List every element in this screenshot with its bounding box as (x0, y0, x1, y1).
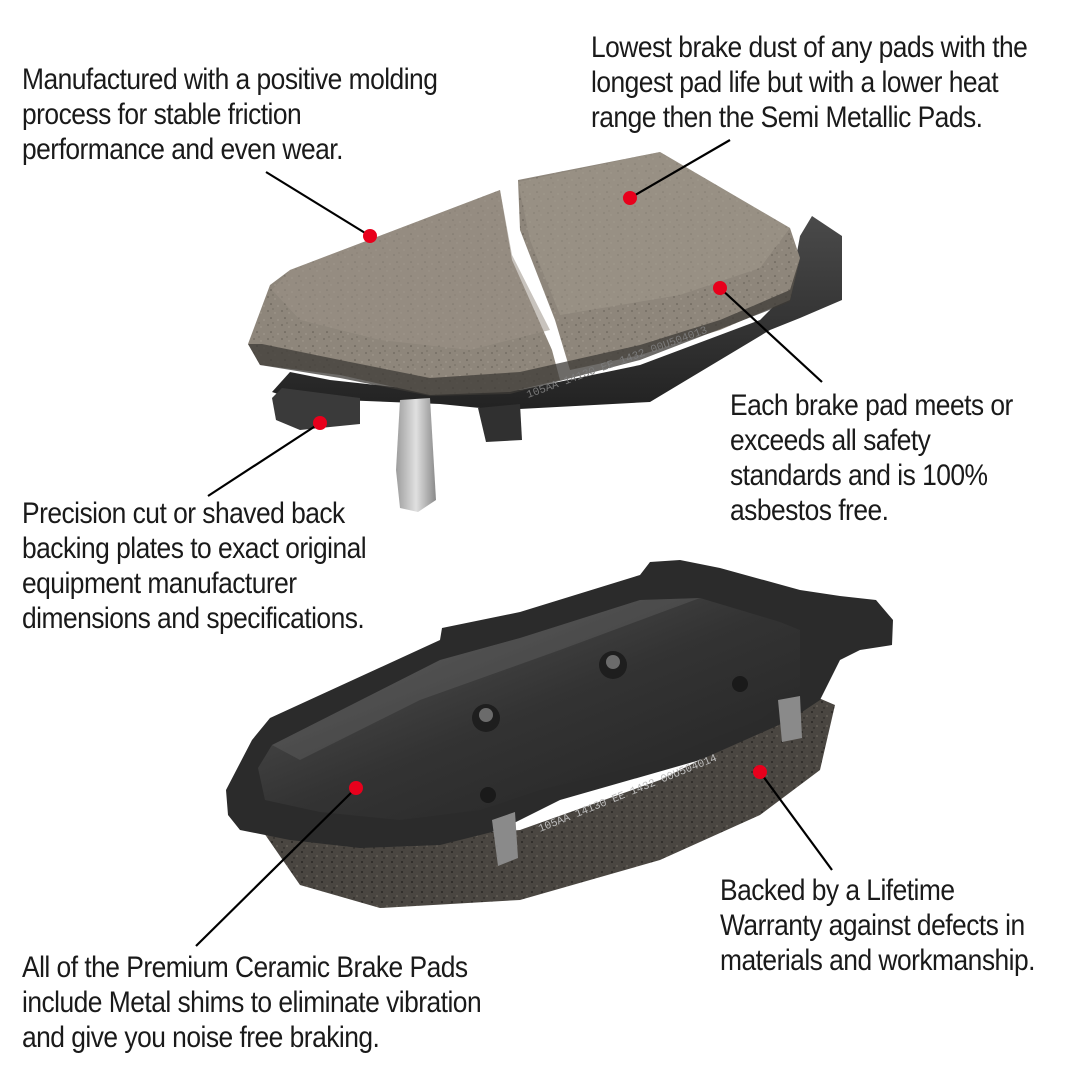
bottom-pad-hole-left (480, 787, 496, 803)
callout-line: range then the Semi Metallic Pads. (591, 101, 983, 134)
leader-line-shims (195, 787, 357, 947)
marker-safety (713, 281, 727, 295)
leader-line-safety (719, 287, 823, 383)
marker-shims (349, 781, 363, 795)
leader-line-molding (265, 171, 371, 237)
callout-line: process for stable friction (22, 98, 302, 131)
callout-line: Each brake pad meets or (730, 389, 1013, 422)
callout-markers (313, 191, 767, 795)
marker-backing (313, 416, 327, 430)
callout-line: and give you noise free braking. (22, 1021, 380, 1054)
top-pad-tab-bottom (478, 404, 522, 442)
leader-line-backing (207, 422, 321, 497)
callout-line: performance and even wear. (22, 133, 343, 166)
callout-metal-shims: All of the Premium Ceramic Brake Pads in… (22, 950, 482, 1055)
top-pad-tab-left (272, 388, 360, 430)
leader-line-warranty (759, 771, 833, 871)
top-pad-friction-right-face (518, 152, 790, 315)
callout-line: longest pad life but with a lower heat (591, 66, 999, 99)
callout-line: equipment manufacturer (22, 567, 297, 600)
callout-line: asbestos free. (730, 494, 889, 527)
leader-lines (195, 139, 833, 947)
callout-line: backing plates to exact original (22, 532, 367, 565)
top-pad-friction-left-face (272, 190, 550, 350)
bottom-pad-hole-right (732, 676, 748, 692)
marker-molding (363, 229, 377, 243)
callout-line: Lowest brake dust of any pads with the (591, 31, 1028, 64)
callout-line: exceeds all safety (730, 424, 931, 457)
callout-line: dimensions and specifications. (22, 602, 365, 635)
bottom-pad-friction-underside (255, 690, 835, 908)
callout-line: materials and workmanship. (720, 944, 1035, 977)
bottom-pad-shim-highlight (272, 598, 700, 760)
top-pad-backing-plate (272, 216, 842, 410)
leader-line-dust (629, 139, 731, 199)
marker-warranty (753, 765, 767, 779)
callout-warranty: Backed by a Lifetime Warranty against de… (720, 873, 1035, 978)
callout-line: standards and is 100% (730, 459, 988, 492)
bottom-brake-pad: 105AA 14130 EE 1432 00U504014 (226, 560, 893, 908)
callout-line: include Metal shims to eliminate vibrati… (22, 986, 482, 1019)
callout-line: Warranty against defects in (720, 909, 1025, 942)
bottom-pad-shim (258, 598, 800, 820)
bottom-pad-shim-clip (492, 812, 518, 866)
callout-molding: Manufactured with a positive molding pro… (22, 62, 438, 167)
top-pad-clip (396, 398, 436, 512)
bottom-pad-rivet-right-cap (606, 655, 620, 669)
marker-dust (623, 191, 637, 205)
callout-line: All of the Premium Ceramic Brake Pads (22, 951, 468, 984)
callout-brake-dust: Lowest brake dust of any pads with the l… (591, 30, 1028, 135)
callout-line: Manufactured with a positive molding (22, 63, 438, 96)
callout-line: Backed by a Lifetime (720, 874, 955, 907)
callout-backing-plates: Precision cut or shaved back backing pla… (22, 496, 367, 636)
bottom-pad-shim-clip-right (778, 696, 802, 742)
bottom-pad-rivet-left-cap (479, 708, 493, 722)
callout-safety: Each brake pad meets or exceeds all safe… (730, 388, 1013, 528)
callout-line: Precision cut or shaved back (22, 497, 345, 530)
top-brake-pad: 105AA 14130 EE 1432 00U504013 (248, 152, 842, 512)
